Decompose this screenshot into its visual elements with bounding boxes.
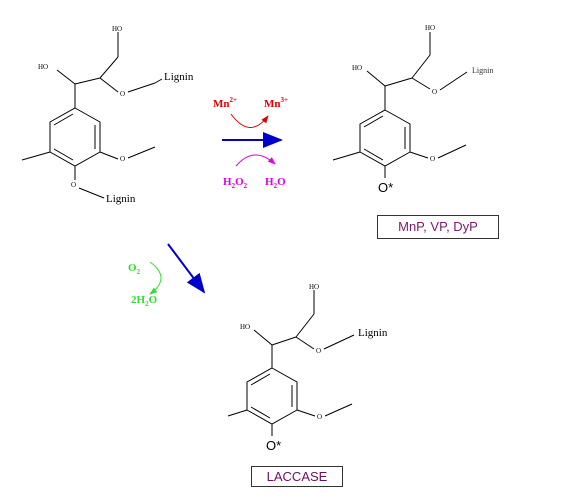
ether-o-3: O	[316, 347, 321, 355]
mn2-label: Mn2+	[213, 96, 237, 110]
radical-label-3: O*	[266, 438, 281, 453]
h2o2-label: H2O2	[223, 176, 248, 190]
lignin-label-1b: Lignin	[106, 193, 136, 205]
mn3-label: Mn3+	[264, 96, 288, 110]
mn-curved-arrow	[230, 113, 269, 128]
ether-o-1a: O	[120, 90, 125, 98]
oxygen-curved-arrow	[149, 261, 162, 295]
ho-label-2b: HO	[352, 64, 362, 72]
o2-label: O2	[128, 262, 141, 276]
methoxy-o-2: O	[430, 155, 435, 163]
radical-molecule-peroxidase	[332, 32, 468, 178]
methoxy-o-3: O	[317, 413, 322, 421]
laccase-enzyme-box: LACCASE	[251, 466, 343, 487]
radical-molecule-laccase	[227, 290, 355, 436]
lignin-label-2: Lignin	[472, 66, 493, 75]
substrate-molecule	[21, 32, 163, 199]
ho-label-1b: HO	[38, 63, 48, 71]
ho-label-2a: HO	[425, 24, 435, 32]
peroxide-curved-arrow	[235, 154, 276, 167]
ether-o-1b: O	[71, 181, 76, 189]
lignin-label-1a: Lignin	[164, 71, 194, 83]
ho-label-1a: HO	[112, 25, 122, 33]
radical-label-2: O*	[378, 180, 393, 195]
laccase-arrow	[167, 243, 206, 294]
h2o-label: H2O	[265, 176, 286, 190]
two-h2o-label: 2H2O	[131, 294, 158, 308]
lignin-label-3: Lignin	[358, 327, 388, 339]
peroxidase-enzymes-box: MnP, VP, DyP	[377, 215, 499, 239]
ether-o-2: O	[432, 88, 437, 96]
methoxy-o-1: O	[120, 155, 125, 163]
ho-label-3b: HO	[240, 323, 250, 331]
ho-label-3a: HO	[309, 283, 319, 291]
